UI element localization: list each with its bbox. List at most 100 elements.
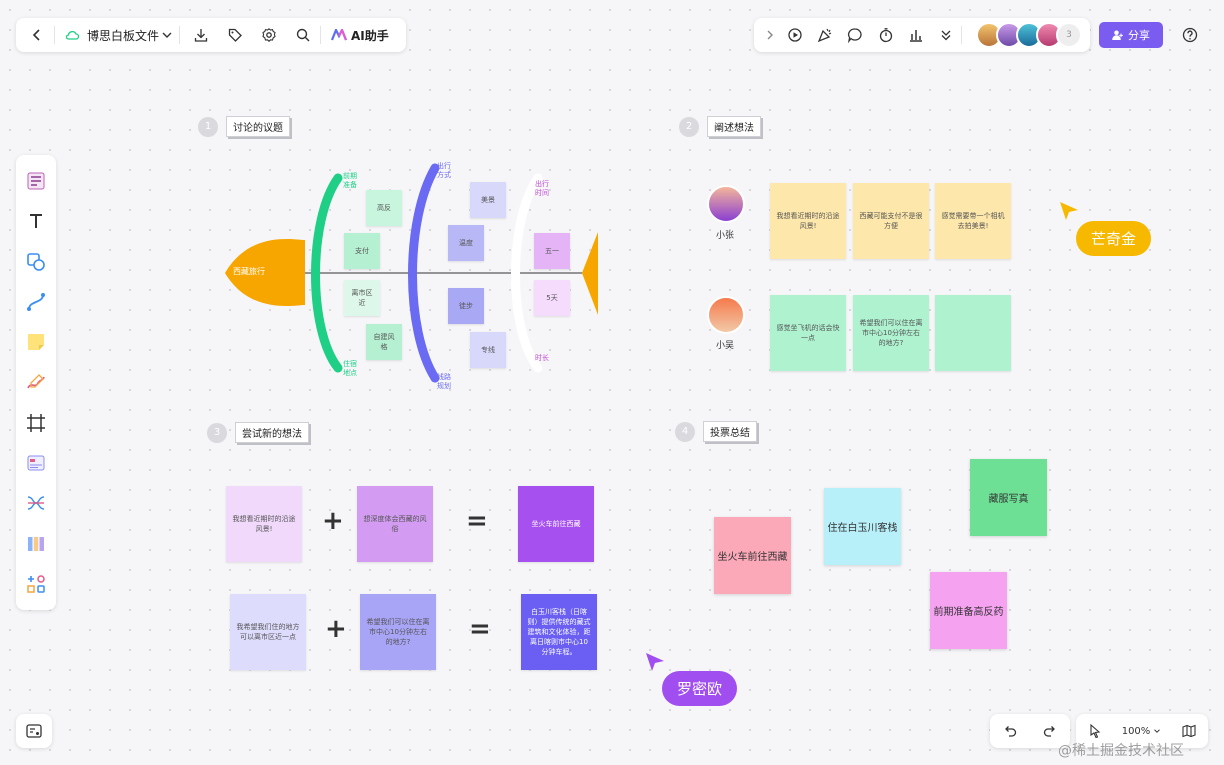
undo-redo-bar [990, 714, 1070, 748]
text-icon[interactable] [20, 205, 52, 237]
pointer-icon[interactable] [1082, 718, 1108, 744]
board-card-icon[interactable] [20, 447, 52, 479]
left-toolbar [16, 155, 56, 610]
more-tools-icon[interactable] [20, 568, 52, 600]
sticky-note[interactable]: 自建风格 [366, 324, 402, 360]
double-chevron-down-icon[interactable] [935, 22, 957, 48]
section-3-label[interactable]: 3 尝试新的想法 [207, 422, 309, 443]
vote-chart-icon[interactable] [905, 22, 927, 48]
add-user-icon [1112, 30, 1123, 40]
section-4-label[interactable]: 4 投票总结 [675, 421, 757, 442]
sticky-note[interactable]: 白玉川客栈（日喀则）提供传统的藏式建筑和文化体验，距离日喀则市中心10分钟车程。 [521, 594, 597, 670]
fishbone-diagram[interactable] [220, 160, 605, 390]
sticky-note[interactable]: 感觉需要带一个相机去拍美景! [935, 183, 1011, 259]
section-1-label[interactable]: 1 讨论的议题 [198, 116, 290, 137]
divider [54, 26, 55, 44]
purple-branch-bottom-label: 时长 [535, 354, 549, 362]
template-icon[interactable] [20, 165, 52, 197]
timer-icon[interactable] [875, 22, 897, 48]
celebrate-icon[interactable] [814, 22, 836, 48]
section-number: 1 [198, 116, 218, 137]
sticky-note[interactable]: 5天 [534, 280, 570, 316]
watermark: @稀土掘金技术社区 [1058, 743, 1184, 759]
vote-note[interactable]: 坐火车前往西藏 [714, 517, 791, 594]
vote-note[interactable]: 藏服写真 [970, 459, 1047, 536]
sticky-note[interactable]: 西藏可能支付不是很方便 [853, 183, 929, 259]
section-title: 投票总结 [703, 421, 757, 442]
map-icon[interactable] [1176, 718, 1202, 744]
zoom-level: 100% [1121, 725, 1151, 737]
file-name[interactable]: 博思白板文件 [87, 28, 160, 43]
share-button[interactable]: 分享 [1099, 22, 1163, 48]
sticky-note-icon[interactable] [20, 326, 52, 358]
undo-icon[interactable] [997, 718, 1023, 744]
sticky-note[interactable]: 美景 [470, 182, 506, 218]
search-icon[interactable] [290, 22, 316, 48]
sticky-note[interactable]: 五一 [534, 233, 570, 269]
section-2-label[interactable]: 2 阐述想法 [679, 116, 761, 137]
sticky-note[interactable]: 感觉坐飞机的话会快一点 [770, 295, 846, 371]
blue-branch-bottom-label: 线路 规划 [437, 373, 451, 390]
ai-logo-icon [331, 29, 348, 41]
chevron-down-icon[interactable] [159, 22, 175, 48]
vote-note[interactable]: 住在白玉川客栈 [824, 488, 901, 565]
minimap-icon [26, 724, 42, 738]
divider [179, 26, 181, 44]
download-icon[interactable] [188, 22, 214, 48]
sticky-note[interactable]: 希望我们可以住在离市中心10分钟左右的地方? [360, 594, 436, 670]
sticky-note[interactable]: 徒步 [448, 288, 484, 324]
connector-icon[interactable] [20, 286, 52, 318]
top-right-toolbar: 3 [754, 18, 1090, 52]
user-avatar-xiaowu [707, 296, 745, 334]
user-name-xiaozhang: 小张 [716, 231, 735, 241]
minimap-button[interactable] [16, 714, 52, 748]
comment-icon[interactable] [844, 22, 866, 48]
back-icon[interactable] [24, 22, 50, 48]
sticky-note[interactable]: 专线 [470, 332, 506, 368]
shape-icon[interactable] [20, 246, 52, 278]
blue-branch-top-label: 出行 方式 [437, 162, 451, 179]
equals-symbol: = [469, 614, 491, 644]
table-icon[interactable] [20, 528, 52, 560]
plus-symbol: + [322, 506, 344, 536]
divider [320, 26, 322, 44]
divider [961, 26, 962, 44]
chevron-down-icon [1154, 729, 1161, 733]
section-title: 阐述想法 [707, 116, 761, 137]
mindmap-icon[interactable] [20, 487, 52, 519]
sticky-note[interactable]: 高反 [366, 190, 402, 226]
section-number: 3 [207, 422, 227, 443]
cursor-icon [1060, 202, 1078, 220]
play-icon[interactable] [784, 22, 806, 48]
share-label: 分享 [1128, 29, 1150, 42]
sticky-note[interactable] [935, 295, 1011, 371]
cursor-label-mangqijin: 芒奇金 [1076, 221, 1151, 256]
sticky-note[interactable]: 离市区近 [344, 280, 380, 316]
tag-icon[interactable] [222, 22, 248, 48]
sticky-note[interactable]: 温度 [448, 225, 484, 261]
chevron-right-icon[interactable] [762, 22, 778, 48]
sticky-note[interactable]: 我想看近期时的沿途风景! [226, 486, 302, 562]
frame-icon[interactable] [20, 407, 52, 439]
purple-branch-top-label: 出行 时间 [535, 180, 549, 197]
sticky-note[interactable]: 想深度体会西藏的风俗 [357, 486, 433, 562]
ai-assistant-button[interactable]: AI助手 [331, 27, 389, 44]
avatar-count: 3 [1055, 22, 1082, 48]
gear-icon[interactable] [256, 22, 282, 48]
sticky-note[interactable]: 支付 [344, 233, 380, 269]
pen-icon[interactable] [20, 366, 52, 398]
user-avatar-xiaozhang [707, 185, 745, 223]
sticky-note[interactable]: 坐火车前往西藏 [518, 486, 594, 562]
cloud-icon [59, 22, 85, 48]
sticky-note[interactable]: 我希望我们住的地方可以离市区近一点 [230, 594, 306, 670]
vote-note[interactable]: 前期准备高反药 [930, 572, 1007, 649]
redo-icon[interactable] [1037, 718, 1063, 744]
green-branch-top-label: 前期 准备 [343, 172, 357, 189]
sticky-note[interactable]: 我想看近期时的沿途风景! [770, 183, 846, 259]
section-number: 4 [675, 421, 695, 442]
section-title: 讨论的议题 [226, 116, 290, 137]
collaborator-avatars[interactable]: 3 [975, 22, 1082, 48]
zoom-select[interactable]: 100% [1122, 726, 1163, 737]
sticky-note[interactable]: 希望我们可以住在离市中心10分钟左右的地方? [853, 295, 929, 371]
help-icon[interactable] [1177, 22, 1203, 48]
